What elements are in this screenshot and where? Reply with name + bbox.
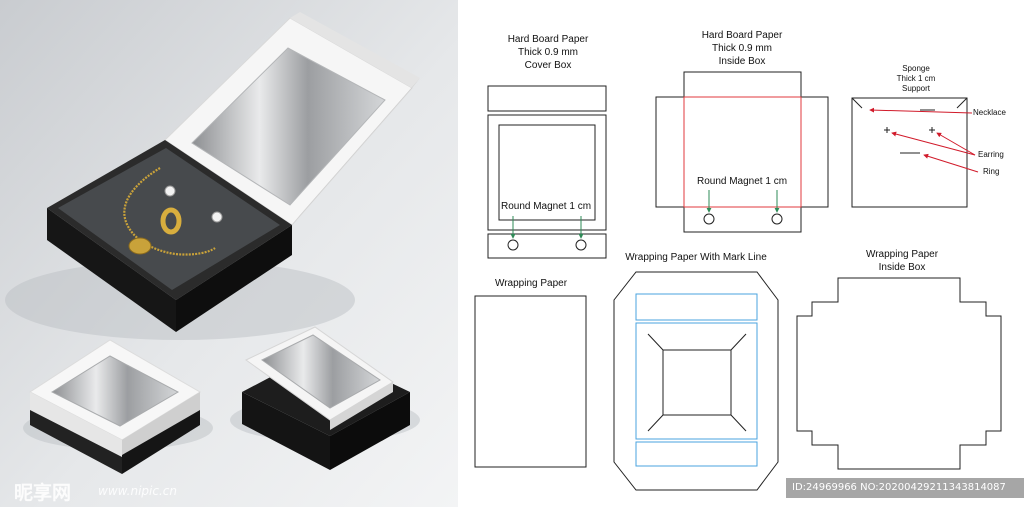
inside-box-fold-line: [683, 96, 802, 208]
watermark-site: www.nipic.cn: [98, 484, 177, 498]
sponge-callout-arrows: [869, 107, 979, 173]
sponge-dieline: [851, 97, 968, 208]
cover-box-title-line: Hard Board Paper: [507, 34, 589, 45]
wrapping-inside-title-line: Wrapping Paper: [865, 249, 939, 260]
watermark-id: ID:24969966 NO:20200429211343814087: [786, 478, 1024, 498]
wrapping-inside-title-line: Inside Box: [878, 262, 926, 273]
main-box-lid: [164, 12, 420, 226]
cover-box-title-line: Cover Box: [524, 60, 572, 71]
main-box-base: [47, 140, 292, 332]
jewelry-set: [123, 167, 223, 256]
sponge-title-line: Thick 1 cm: [896, 74, 936, 83]
callout-earring: Earring: [978, 150, 1004, 159]
closed-box-white: [23, 339, 213, 474]
cover-box-dieline: [487, 85, 607, 259]
cover-box-magnet-label: Round Magnet 1 cm: [500, 201, 592, 212]
watermark-logo: 昵享网: [14, 482, 72, 504]
wrapping-paper-sheet: [474, 295, 587, 468]
wrapping-mark-title: Wrapping Paper With Mark Line: [625, 252, 767, 263]
callout-ring: Ring: [983, 167, 1000, 176]
wrapping-mark-blue-lines: [635, 293, 758, 467]
wrapping-mark-dieline: [613, 271, 779, 491]
inside-box-title-line: Hard Board Paper: [701, 30, 783, 41]
sponge-title: Sponge Thick 1 cm Support: [884, 64, 948, 94]
cover-box-title-line: Thick 0.9 mm: [517, 47, 578, 58]
sponge-title-line: Support: [901, 84, 931, 93]
sponge-title-line: Sponge: [902, 64, 930, 73]
callout-necklace: Necklace: [973, 108, 1006, 117]
cover-box-title: Hard Board Paper Thick 0.9 mm Cover Box: [488, 33, 608, 72]
wrapping-inside-dieline: [796, 277, 1002, 470]
inside-box-title: Hard Board Paper Thick 0.9 mm Inside Box: [682, 29, 802, 68]
wrapping-paper-title: Wrapping Paper: [494, 278, 568, 289]
wrapping-inside-title: Wrapping Paper Inside Box: [842, 248, 962, 274]
panel-divider: [458, 0, 466, 507]
inside-box-title-line: Thick 0.9 mm: [711, 43, 772, 54]
inside-box-title-line: Inside Box: [718, 56, 766, 67]
inside-box-dieline: [655, 71, 829, 233]
inside-box-magnet-label: Round Magnet 1 cm: [696, 176, 788, 187]
closed-box-black: [230, 326, 420, 470]
